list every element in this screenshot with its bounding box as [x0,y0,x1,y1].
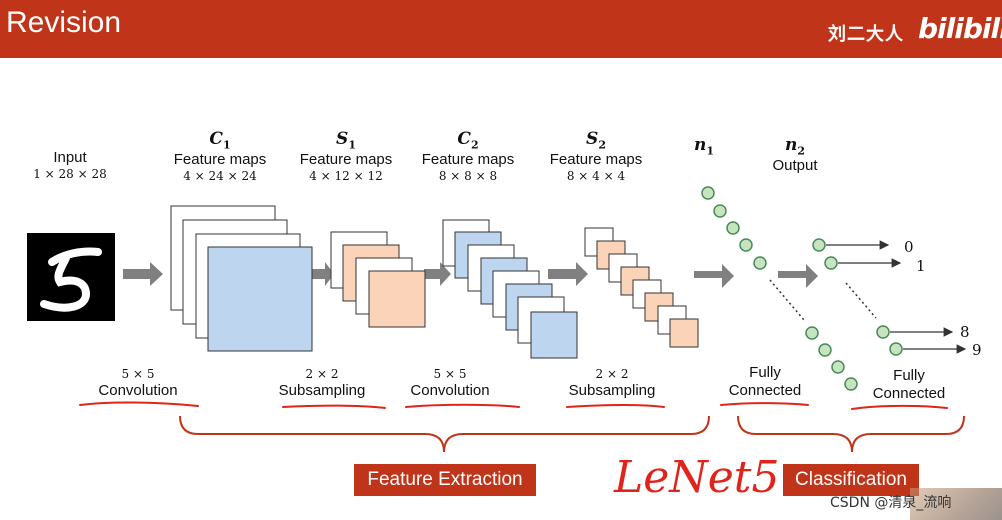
flow-arrows [123,262,818,288]
arrow-n1-n2 [778,264,818,288]
n1-label: n1 [693,135,715,158]
sub1-label: 2 × 2 Subsampling [278,367,366,399]
n2-neurons [812,238,967,356]
output-labels: 0 1 8 9 [904,238,982,359]
handwritten-underlines [79,401,948,410]
s1-label: S1 Feature maps 4 × 12 × 12 [299,129,393,184]
brace-classification [737,415,965,453]
c2-maps [442,219,578,359]
n1-ellipsis [769,279,805,321]
arrow-input-c1 [123,262,163,286]
fc2-label: Fully Connected [872,367,946,402]
presenter-thumbnail [910,488,1002,520]
output-9: 9 [972,341,982,359]
n1-neurons [701,186,858,391]
slide-title: Revision [6,6,122,39]
brand-author: 刘二大人 [828,24,904,45]
n2-label: n2 Output [772,135,818,175]
input-label: Input 1 × 28 × 28 [33,149,107,181]
arrow-c1-s1 [312,262,334,286]
s1-maps [330,231,426,328]
conv1-label: 5 × 5 Convolution [98,367,178,399]
classification-tag: Classification [783,464,919,496]
sub2-label: 2 × 2 Subsampling [568,367,656,399]
input-digit-image [27,233,115,321]
bilibili-logo: bilibili [918,12,1002,45]
brace-feature-extraction [179,415,710,453]
c2-label: C2 Feature maps 8 × 8 × 8 [421,129,515,184]
footer-watermark: CSDN @清泉_流响 [830,495,952,511]
conv2-label: 5 × 5 Convolution [410,367,490,399]
n2-ellipsis [845,282,877,319]
arrow-c2-s2 [548,262,588,286]
output-1: 1 [916,257,926,275]
c1-maps [170,205,313,352]
arrow-s2-n1 [694,264,734,288]
feature-extraction-tag: Feature Extraction [354,464,536,496]
braces [179,415,965,453]
title-bar [0,0,1002,58]
s2-maps [584,227,699,348]
output-8: 8 [960,323,970,341]
fc1-label: Fully Connected [728,364,802,399]
handwritten-lenet5: LeNet5 [613,452,779,503]
arrow-s1-c2 [424,262,451,286]
c1-label: C1 Feature maps 4 × 24 × 24 [173,129,267,184]
output-0: 0 [904,238,914,256]
s2-label: S2 Feature maps 8 × 4 × 4 [549,129,643,184]
